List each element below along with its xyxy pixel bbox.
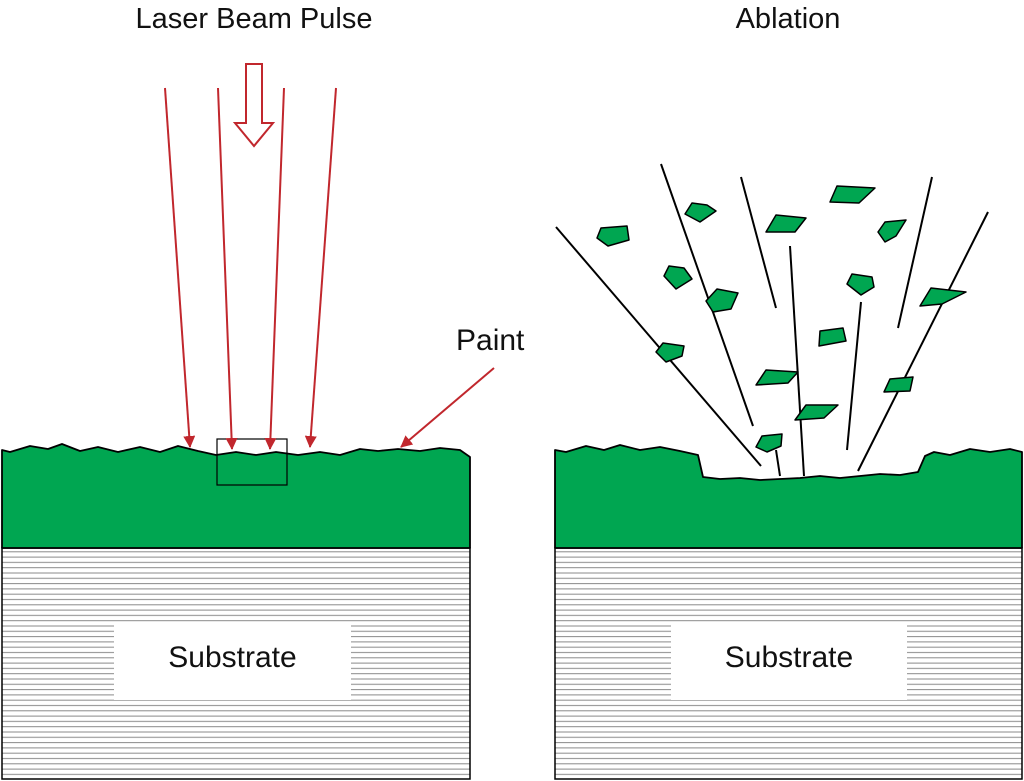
paint-fragment	[655, 342, 685, 363]
laser-ray-3	[264, 87, 285, 450]
laser-beam-pulse-panel	[1, 63, 495, 780]
paint-fragment	[829, 185, 876, 204]
ablation-title: Ablation	[735, 3, 841, 35]
substrate-label-box-left	[114, 625, 351, 700]
paint-layer-right	[554, 444, 1023, 549]
ejection-line-7	[897, 176, 933, 329]
ejection-line-8	[857, 211, 989, 472]
laser-ray-2	[217, 87, 238, 450]
substrate-label-left: Substrate	[168, 641, 297, 674]
paint-fragment	[705, 288, 739, 313]
laser-rays	[164, 87, 337, 450]
substrate-label-right: Substrate	[724, 641, 854, 674]
ablation-panel	[554, 163, 1023, 780]
substrate-label-box-right	[671, 625, 907, 700]
ejection-line-6	[846, 301, 862, 451]
laser-beam-pulse-title: Laser Beam Pulse	[135, 3, 373, 35]
paint-fragment	[663, 265, 693, 290]
paint-fragment	[883, 376, 914, 393]
paint-fragment	[755, 369, 799, 386]
paint-fragment	[684, 202, 717, 223]
ejection-line-2	[660, 163, 754, 427]
paint-fragment	[755, 433, 783, 453]
ejection-line-3	[740, 176, 777, 309]
substrate-block-left	[1, 547, 471, 780]
laser-spot-box	[216, 438, 288, 486]
paint-fragment	[877, 219, 907, 243]
paint-layer-left	[1, 443, 471, 549]
paint-label: Paint	[456, 324, 525, 357]
laser-ray-1	[164, 87, 196, 448]
paint-pointer-arrow	[400, 367, 495, 448]
paint-fragment	[596, 225, 630, 247]
ejection-line-4	[789, 245, 805, 477]
hollow-down-arrow-icon	[232, 63, 276, 148]
paint-fragment	[818, 327, 847, 347]
paint-fragment	[794, 404, 839, 421]
paint-fragment	[765, 214, 807, 233]
laser-ray-4	[304, 87, 337, 448]
paint-fragment	[846, 273, 875, 296]
paint-fragments	[596, 185, 967, 453]
ejection-line-1	[555, 226, 762, 467]
substrate-block-right	[554, 547, 1023, 780]
ejection-lines	[555, 163, 989, 477]
paint-fragment	[919, 287, 967, 307]
ejection-line-5	[775, 449, 781, 477]
